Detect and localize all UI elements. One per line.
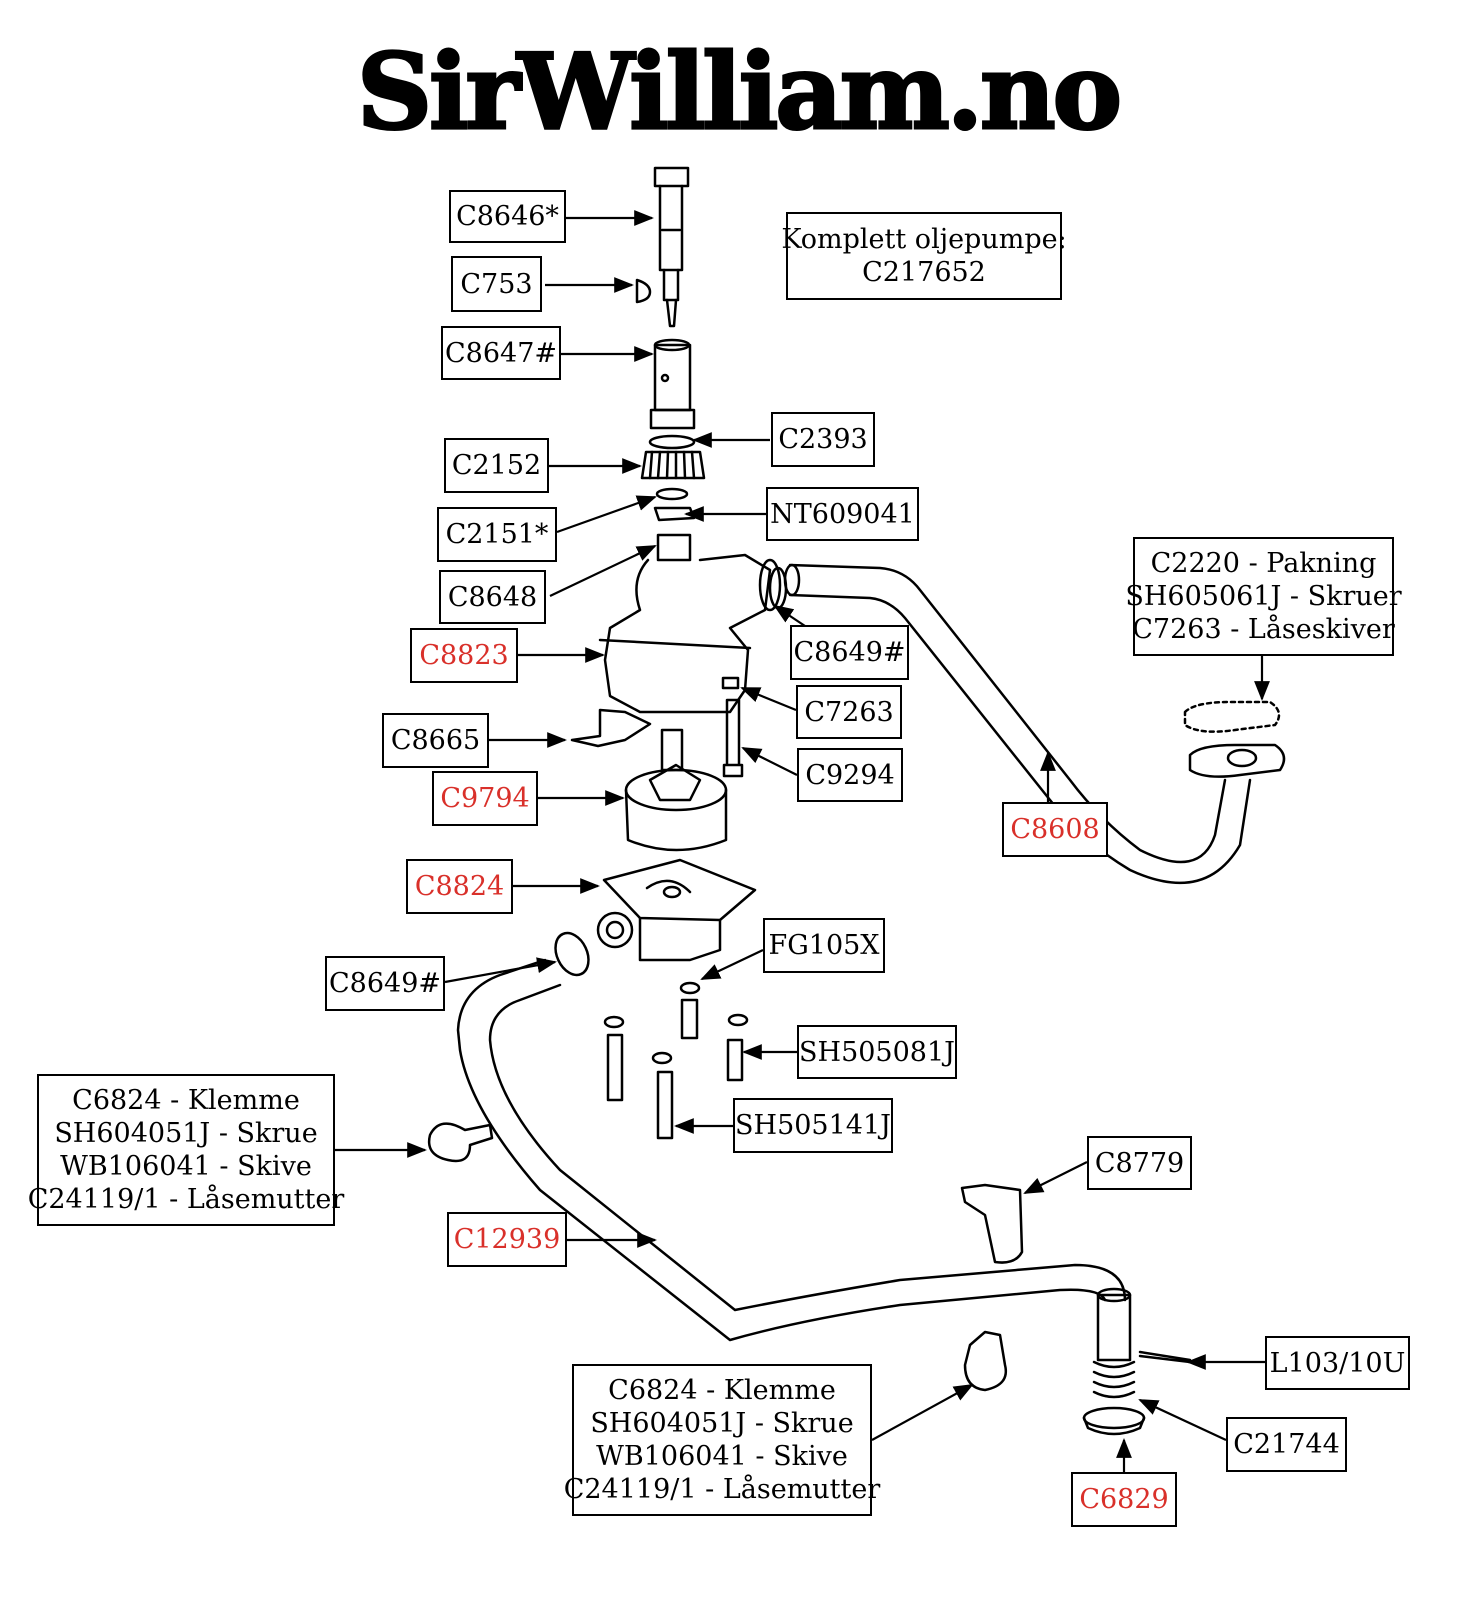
part-label-c8647: C8647# — [441, 326, 561, 380]
part-label-c2152: C2152 — [444, 438, 549, 493]
clamp-left-drawing — [427, 1122, 494, 1163]
lock-washer-drawing — [721, 676, 740, 690]
arrow-fg105x — [700, 949, 764, 980]
washer-left-drawing — [603, 1015, 625, 1029]
part-label-c2151: C2151* — [437, 507, 557, 562]
woodruff-key-drawing — [635, 278, 652, 304]
arrow-c21744 — [1138, 1399, 1227, 1441]
clamp-group-left-box: C6824 - Klemme SH604051J - Skrue WB10604… — [28, 1074, 344, 1226]
strainer-drawing — [1082, 1287, 1146, 1436]
part-label-c8824: C8824 — [406, 859, 513, 914]
pump-body-drawing — [598, 533, 782, 714]
part-label-c8823: C8823 — [410, 628, 518, 683]
clamp-group-bottom-box: C6824 - Klemme SH604051J - Skrue WB10604… — [564, 1364, 880, 1516]
part-label-c21744: C21744 — [1226, 1417, 1347, 1472]
part-label-c8646: C8646* — [449, 190, 566, 243]
complete-pump-title: Komplett oljepumpe: — [781, 224, 1067, 255]
part-label-c8608: C8608 — [1002, 802, 1108, 857]
complete-pump-box: Komplett oljepumpe: C217652 — [781, 212, 1067, 300]
plate-drawing — [570, 708, 652, 748]
arrow-c8649-top — [773, 604, 809, 629]
part-label-c8779: C8779 — [1087, 1136, 1192, 1190]
arrow-c8649-bottom — [444, 957, 557, 984]
part-label-c9294: C9294 — [797, 748, 903, 802]
clamp-bottom-drawing — [963, 1330, 1008, 1392]
sealing-ring-drawing — [648, 434, 696, 450]
gasket-group-line-2: SH605061J - Skruer — [1125, 581, 1402, 612]
arrow-c7263 — [740, 686, 797, 712]
bolt-c9294-drawing — [722, 698, 744, 778]
part-label-sh505081j: SH505081J — [797, 1025, 957, 1079]
bolt-right-drawing — [726, 1038, 744, 1082]
part-label-fg105x: FG105X — [763, 918, 885, 973]
clamp-left-line-2: SH604051J - Skrue — [54, 1118, 318, 1149]
clamp-left-line-3: WB106041 - Skive — [60, 1151, 312, 1182]
part-label-c753: C753 — [451, 256, 542, 312]
gasket-group-box: C2220 - Pakning SH605061J - Skruer C7263… — [1125, 537, 1402, 656]
bracket-drawing — [960, 1183, 1024, 1264]
bolt-lower-drawing — [656, 1070, 674, 1140]
gasket-group-line-1: C2220 - Pakning — [1150, 548, 1377, 579]
part-label-c8649-bottom: C8649# — [325, 956, 445, 1011]
drive-spindle-drawing — [653, 166, 690, 328]
ring-bottom-drawing — [554, 931, 590, 977]
clamp-bottom-line-1: C6824 - Klemme — [608, 1375, 836, 1406]
part-label-c8648: C8648 — [439, 570, 546, 624]
part-label-c2393: C2393 — [771, 412, 875, 467]
arrow-c8779 — [1023, 1161, 1088, 1194]
part-label-c8649-top: C8649# — [790, 625, 909, 680]
part-label-c9794: C9794 — [432, 771, 538, 826]
part-label-sh505141j: SH505141J — [733, 1098, 893, 1153]
arrow-clamp-bottom — [871, 1384, 974, 1441]
arrow-c2151 — [556, 495, 657, 534]
gasket-drawing — [1183, 700, 1281, 733]
complete-pump-number: C217652 — [862, 257, 986, 288]
part-label-c12939: C12939 — [447, 1212, 567, 1267]
arrow-c9294 — [741, 747, 798, 776]
part-label-c7263: C7263 — [796, 685, 902, 739]
part-label-c6829: C6829 — [1071, 1472, 1177, 1527]
split-pin-drawing — [1138, 1350, 1192, 1364]
part-label-l103: L103/10U — [1265, 1336, 1410, 1390]
coupling-drawing — [649, 338, 696, 430]
part-label-c8665: C8665 — [382, 713, 489, 768]
gear-drawing — [640, 450, 706, 480]
lower-cover-drawing — [596, 858, 757, 962]
washer-right-drawing — [727, 1013, 749, 1027]
clamp-left-line-4: C24119/1 - Låsemutter — [27, 1184, 345, 1215]
clamp-bottom-line-4: C24119/1 - Låsemutter — [563, 1474, 881, 1505]
washer-lower-drawing — [651, 1051, 673, 1065]
suction-pipe-drawing — [456, 958, 1127, 1342]
clamp-bottom-line-3: WB106041 - Skive — [596, 1441, 848, 1472]
clamp-bottom-line-2: SH604051J - Skrue — [590, 1408, 854, 1439]
bolt-center-drawing — [680, 998, 699, 1040]
washer-fg105x-drawing — [679, 981, 701, 995]
gasket-group-line-3: C7263 - Låseskiver — [1132, 614, 1395, 645]
clamp-left-line-1: C6824 - Klemme — [72, 1085, 300, 1116]
bolt-left-drawing — [606, 1033, 624, 1102]
washer-c2151-drawing — [655, 487, 689, 501]
rotor-drawing — [624, 728, 728, 852]
site-logo: SirWilliam.no — [355, 30, 1123, 153]
part-label-nt609041: NT609041 — [766, 487, 919, 541]
arrow-c8648 — [549, 545, 657, 597]
